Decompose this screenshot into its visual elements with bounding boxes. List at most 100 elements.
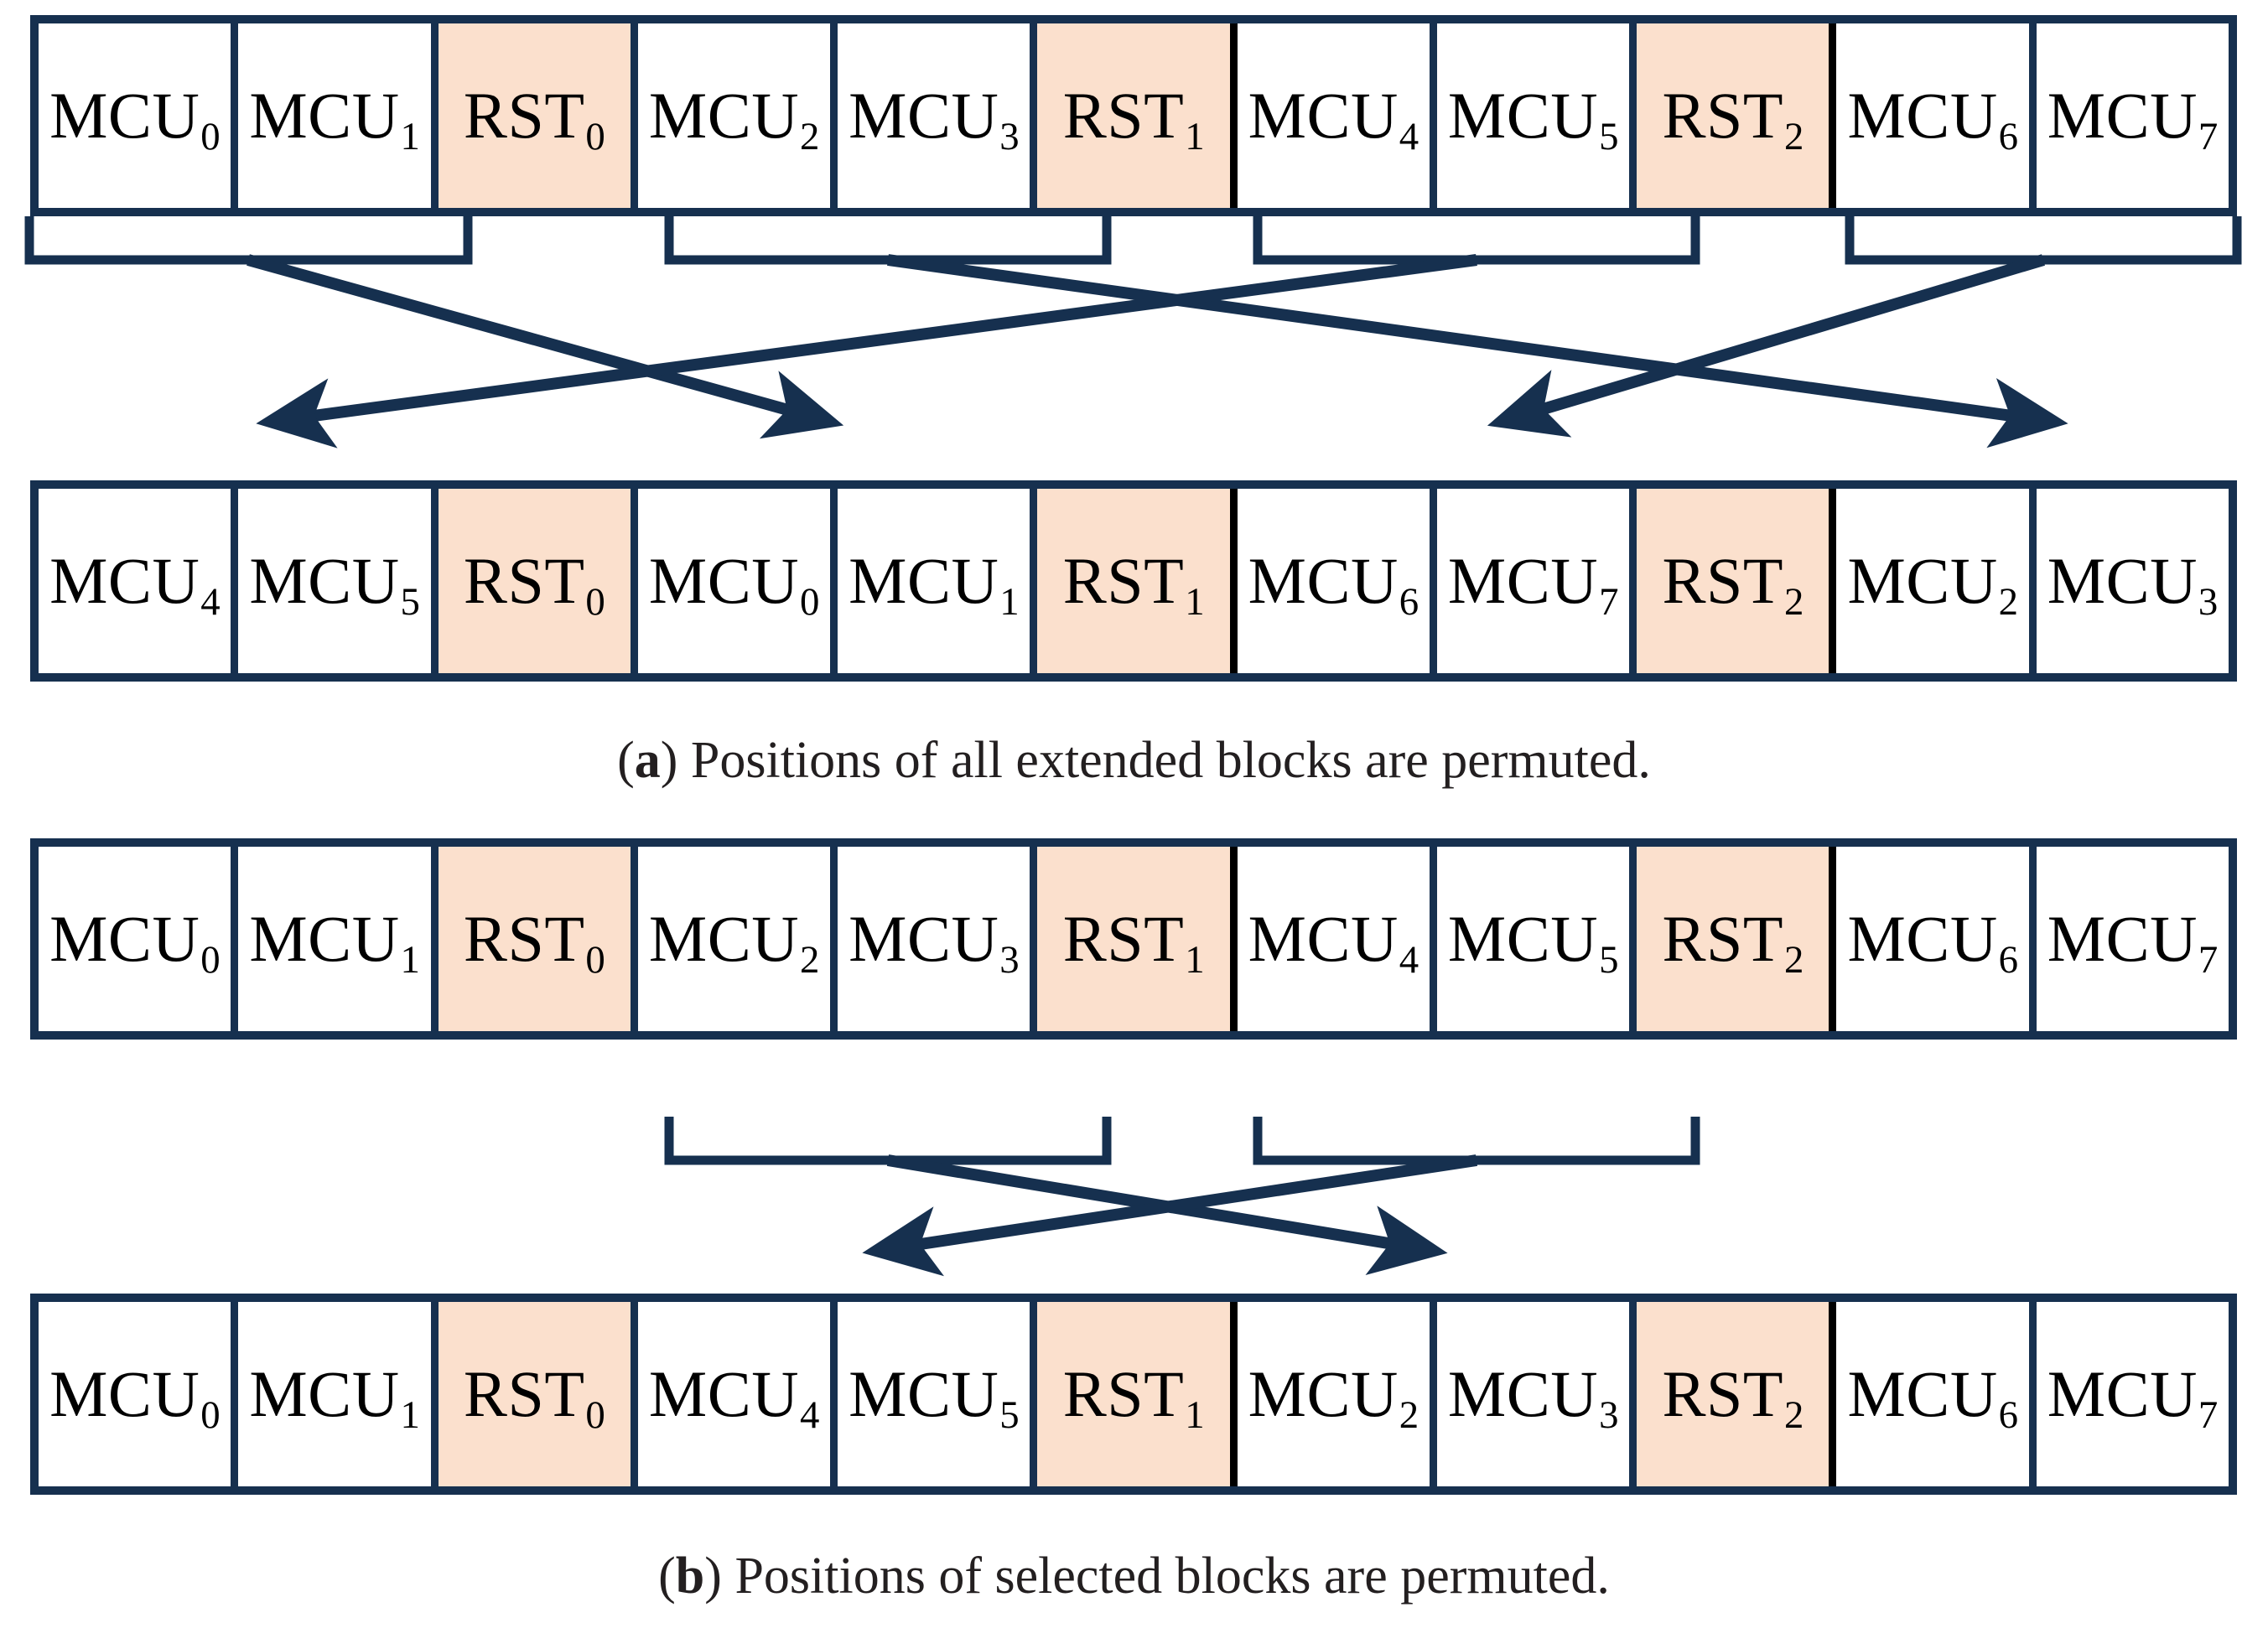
block-label: MCU1 [249, 79, 421, 159]
block-label: RST2 [1662, 79, 1804, 159]
block-cell-rst: RST2 [1637, 847, 1837, 1031]
block-cell: MCU7 [2036, 847, 2229, 1031]
block-label: MCU5 [1447, 79, 1619, 159]
caption-letter: a [634, 732, 661, 789]
block-label: MCU3 [1447, 1357, 1619, 1438]
block-cell: MCU7 [2036, 23, 2229, 208]
block-cell: MCU0 [39, 1302, 239, 1486]
block-cell: MCU5 [838, 1302, 1038, 1486]
block-label: RST0 [463, 544, 606, 625]
arrow-mcu45-to-slot3 [862, 1154, 1478, 1277]
arrow-mcu45-to-slot0 [256, 254, 1477, 449]
block-cell: MCU2 [1237, 1302, 1437, 1486]
block-cell: MCU1 [238, 847, 439, 1031]
block-label: MCU1 [249, 902, 421, 983]
block-label: RST1 [1062, 544, 1206, 625]
figure-b-caption: (b) Positions of selected blocks are per… [0, 1547, 2268, 1606]
block-label: MCU5 [849, 1357, 1020, 1438]
block-cell: MCU6 [1836, 1302, 2037, 1486]
block-cell-rst: RST1 [1037, 847, 1238, 1031]
block-cell: MCU5 [238, 489, 439, 673]
figure-a-bottom-row: MCU4 MCU5 RST0 MCU0 MCU1 RST1 MCU6 MCU7 … [30, 480, 2237, 682]
block-cell: MCU4 [1237, 847, 1437, 1031]
block-label: RST1 [1062, 79, 1206, 159]
block-cell-rst: RST1 [1037, 23, 1238, 208]
figure-a: MCU0 MCU1 RST0 MCU2 MCU3 RST1 MCU4 MCU5 … [0, 0, 2268, 791]
block-cell: MCU2 [1836, 489, 2037, 673]
caption-text: Positions of all extended blocks are per… [690, 732, 1651, 789]
block-cell: MCU4 [637, 1302, 838, 1486]
block-label: MCU7 [2047, 79, 2219, 159]
block-cell: MCU5 [1436, 847, 1637, 1031]
figure-b-permutation-wiring [664, 1117, 1700, 1277]
permutation-arrows [247, 254, 2068, 449]
caption-paren-open: ( [617, 732, 635, 789]
block-label: MCU0 [49, 79, 221, 159]
block-label: RST2 [1662, 902, 1804, 983]
block-label: RST0 [463, 1357, 606, 1438]
brace-mcu01 [24, 216, 473, 265]
block-label: MCU3 [849, 79, 1020, 159]
block-cell: MCU3 [838, 23, 1038, 208]
caption-paren-close: ) [660, 732, 678, 789]
brace-mcu23 [664, 1117, 1112, 1165]
figure-b: MCU0 MCU1 RST0 MCU2 MCU3 RST1 MCU4 MCU5 … [0, 838, 2268, 1649]
block-label: MCU6 [1847, 1357, 2019, 1438]
block-label: MCU7 [1447, 544, 1619, 625]
block-label: MCU1 [849, 544, 1020, 625]
block-label: MCU6 [1847, 902, 2019, 983]
brace-mcu45 [1253, 1117, 1700, 1165]
figure-b-top-row: MCU0 MCU1 RST0 MCU2 MCU3 RST1 MCU4 MCU5 … [30, 838, 2237, 1040]
block-label: MCU2 [648, 902, 820, 983]
block-label: MCU5 [249, 544, 421, 625]
block-cell-rst: RST2 [1637, 1302, 1837, 1486]
block-cell: MCU4 [39, 489, 239, 673]
block-cell: MCU3 [838, 847, 1038, 1031]
block-label: MCU0 [648, 544, 820, 625]
block-label: MCU0 [49, 1357, 221, 1438]
block-cell-rst: RST1 [1037, 489, 1238, 673]
block-label: MCU7 [2047, 1357, 2219, 1438]
block-label: MCU2 [648, 79, 820, 159]
block-cell: MCU1 [238, 23, 439, 208]
block-cell-rst: RST1 [1037, 1302, 1238, 1486]
brace-group [24, 216, 2242, 265]
caption-paren-open: ( [658, 1548, 676, 1605]
block-cell: MCU0 [39, 23, 239, 208]
block-cell: MCU3 [1436, 1302, 1637, 1486]
block-cell-rst: RST2 [1637, 23, 1837, 208]
brace-mcu45 [1253, 216, 1700, 265]
block-label: MCU5 [1447, 902, 1619, 983]
block-cell: MCU0 [39, 847, 239, 1031]
block-cell: MCU3 [2036, 489, 2229, 673]
block-label: RST2 [1662, 544, 1804, 625]
figure-a-caption: (a) Positions of all extended blocks are… [0, 731, 2268, 791]
caption-letter: b [675, 1548, 705, 1605]
block-cell-rst: RST0 [438, 489, 638, 673]
block-cell: MCU7 [2036, 1302, 2229, 1486]
caption-text: Positions of selected blocks are permute… [734, 1548, 1610, 1605]
block-cell: MCU6 [1836, 23, 2037, 208]
block-label: MCU4 [648, 1357, 820, 1438]
block-cell: MCU0 [637, 489, 838, 673]
block-cell: MCU6 [1237, 489, 1437, 673]
permutation-arrows [862, 1154, 1478, 1277]
block-cell-rst: RST0 [438, 1302, 638, 1486]
block-label: RST0 [463, 79, 606, 159]
block-label: MCU1 [249, 1357, 421, 1438]
block-label: MCU4 [1248, 902, 1419, 983]
block-cell: MCU1 [838, 489, 1038, 673]
block-label: RST1 [1062, 1357, 1206, 1438]
block-label: MCU2 [1248, 1357, 1419, 1438]
block-label: MCU2 [1847, 544, 2019, 625]
block-cell: MCU4 [1237, 23, 1437, 208]
block-label: MCU4 [1248, 79, 1419, 159]
block-cell: MCU6 [1836, 847, 2037, 1031]
block-label: MCU3 [2047, 544, 2219, 625]
block-cell-rst: RST2 [1637, 489, 1837, 673]
block-cell: MCU1 [238, 1302, 439, 1486]
block-cell: MCU7 [1436, 489, 1637, 673]
block-label: MCU0 [49, 902, 221, 983]
block-cell-rst: RST0 [438, 23, 638, 208]
block-label: MCU6 [1847, 79, 2019, 159]
